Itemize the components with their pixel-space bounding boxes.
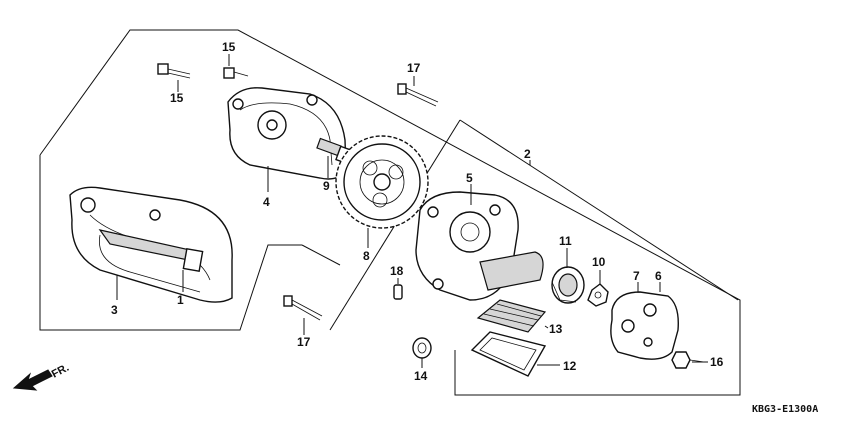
- part-10-inner-rotor: [587, 283, 609, 307]
- part-4-pump-cover: [227, 87, 347, 180]
- part-16-bolt: [671, 351, 705, 369]
- bracket-2-top: [459, 119, 739, 301]
- callout-15-a: 15: [170, 91, 184, 105]
- callout-15-b: 15: [222, 40, 236, 54]
- part-17-bolt-b: [283, 295, 323, 321]
- diagram-code: KBG3-E1300A: [752, 404, 818, 415]
- part-5-pump-body: [415, 191, 544, 301]
- assembly-outline-top: [39, 29, 741, 396]
- callout-13: 13: [549, 322, 563, 336]
- part-15-bolt-b: [223, 67, 249, 79]
- part-12-gasket: [470, 331, 547, 377]
- part-18-dowel: [393, 284, 403, 300]
- callout-12: 12: [563, 359, 577, 373]
- callout-14: 14: [414, 369, 428, 383]
- part-15-bolt-a: [157, 63, 191, 79]
- callout-6: 6: [655, 269, 662, 283]
- part-13-screen: [476, 299, 547, 333]
- callout-5: 5: [466, 171, 473, 185]
- part-1-shaft: [98, 229, 204, 273]
- callout-9: 9: [323, 179, 330, 193]
- callout-18: 18: [390, 264, 404, 278]
- callout-17-b: 17: [297, 335, 311, 349]
- callout-8: 8: [363, 249, 370, 263]
- callout-17-a: 17: [407, 61, 421, 75]
- part-14-washer-hole: [417, 342, 427, 354]
- part-17-bolt-a: [397, 83, 439, 107]
- leader-13: [544, 325, 549, 329]
- callout-7: 7: [633, 269, 640, 283]
- callout-2: 2: [524, 147, 531, 161]
- callout-16: 16: [710, 355, 724, 369]
- front-direction-arrow-icon: [12, 369, 53, 391]
- callout-1: 1: [177, 293, 184, 307]
- direction-label: FR.: [50, 362, 71, 381]
- assembly-outline-inner: [301, 244, 341, 266]
- callout-11: 11: [559, 234, 572, 248]
- callout-4: 4: [263, 195, 270, 209]
- part-11-outer-rotor: [551, 266, 585, 304]
- callout-10: 10: [592, 255, 606, 269]
- assembly-outline-left: [39, 155, 302, 331]
- callout-3: 3: [111, 303, 118, 317]
- part-8-gear: [335, 135, 429, 229]
- part-14-washer: [412, 337, 432, 359]
- part-6-plate: [610, 291, 679, 360]
